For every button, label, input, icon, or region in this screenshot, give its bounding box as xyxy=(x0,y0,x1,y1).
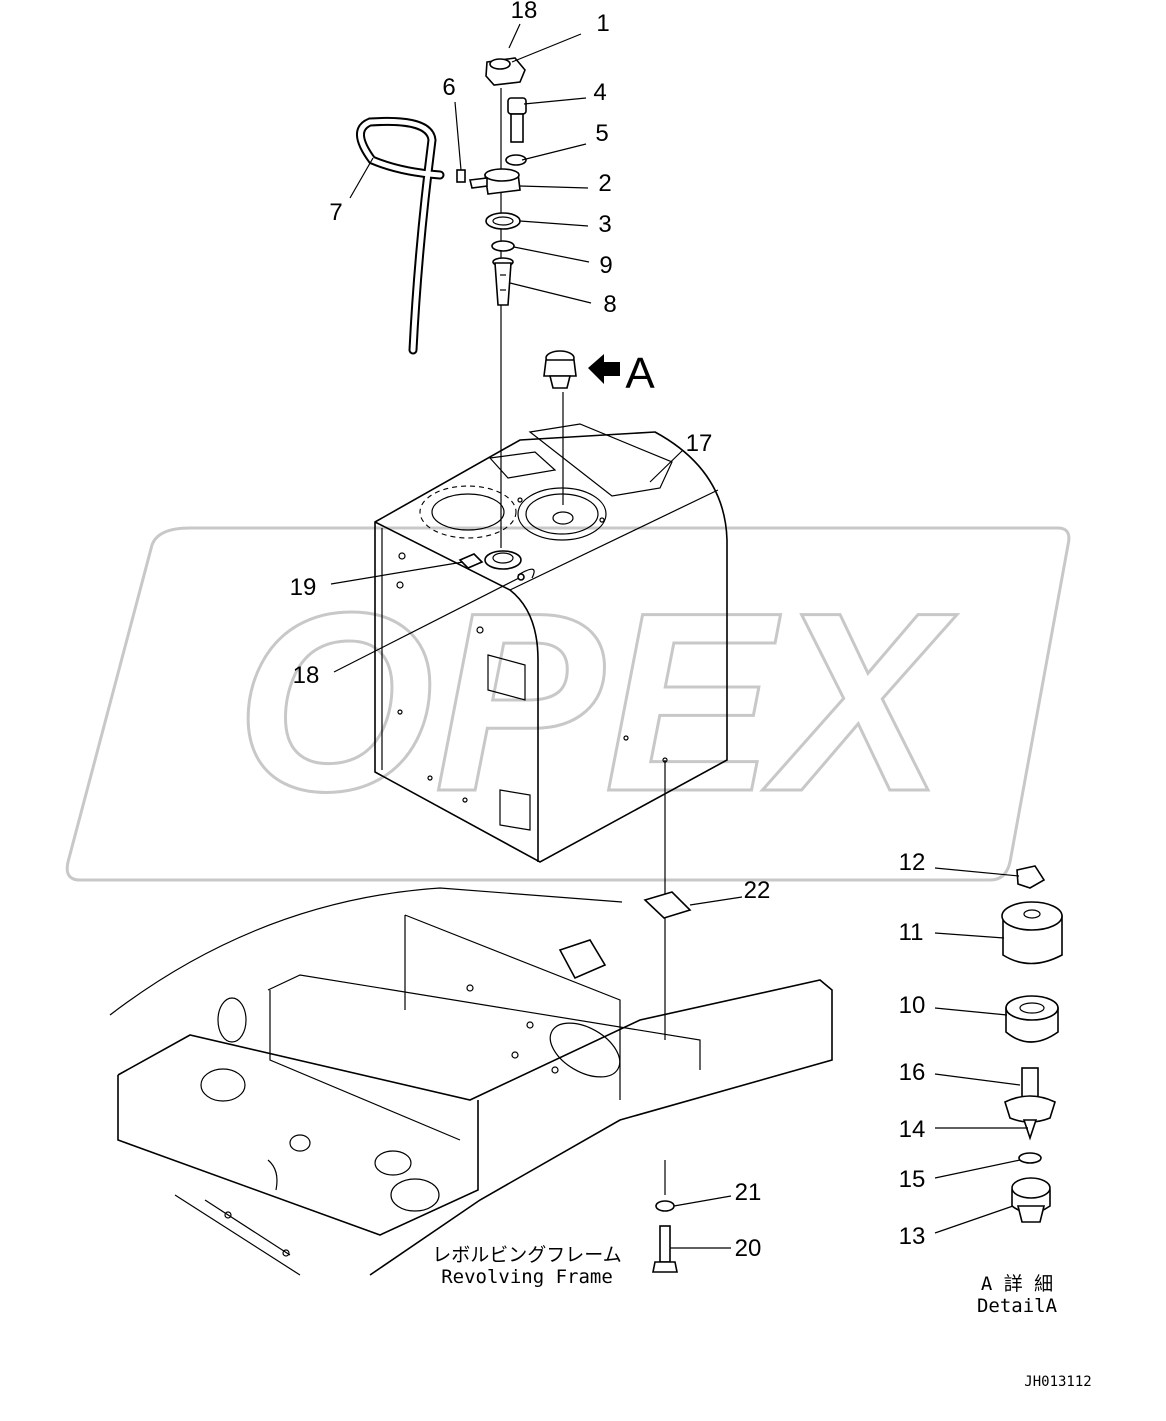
label-22: 22 xyxy=(744,877,771,904)
label-2: 2 xyxy=(598,170,611,197)
plate-part-22 xyxy=(643,891,692,919)
label-20: 20 xyxy=(735,1235,762,1262)
strainer-part-8 xyxy=(492,257,514,306)
part-11 xyxy=(1001,901,1063,965)
cap-part-1 xyxy=(485,57,526,86)
ring-part-9 xyxy=(491,240,515,252)
filler-part-2 xyxy=(469,168,521,195)
washer-part-5 xyxy=(505,154,527,166)
label-1: 1 xyxy=(596,10,609,37)
plug-part-6 xyxy=(456,169,466,183)
label-4: 4 xyxy=(593,79,606,106)
leader-lines xyxy=(330,23,1028,1249)
view-a-letter: A xyxy=(625,349,655,398)
frame-caption-japanese: レボルビングフレーム xyxy=(432,1244,621,1266)
part-16 xyxy=(1004,1067,1056,1141)
part-number-labels: 18 1 4 6 5 2 7 3 9 8 A 17 19 18 12 22 11… xyxy=(290,0,926,1262)
filler-cap-assembly xyxy=(356,57,620,389)
frame-caption-english: Revolving Frame xyxy=(441,1266,613,1288)
detail-caption-japanese: A 詳 細 xyxy=(981,1273,1053,1295)
fuel-tank xyxy=(374,423,728,863)
watermark-text: OPEX xyxy=(236,560,958,845)
gasket-part-3 xyxy=(485,212,521,230)
label-21: 21 xyxy=(735,1179,762,1206)
label-19: 19 xyxy=(290,574,317,601)
bolt-assembly-bottom xyxy=(643,891,692,1273)
watermark-logo: OPEX xyxy=(65,526,1071,882)
breather-view-a xyxy=(543,350,577,389)
part-13 xyxy=(1011,1177,1051,1223)
view-a-arrow xyxy=(588,354,620,384)
revolving-frame xyxy=(109,887,833,1276)
washer-part-21 xyxy=(655,1200,675,1212)
drawing-reference: JH013112 xyxy=(1024,1374,1091,1390)
label-11: 11 xyxy=(899,919,924,946)
label-18-tank: 18 xyxy=(293,662,320,689)
label-10: 10 xyxy=(899,992,926,1019)
bolt-part-4 xyxy=(507,97,527,143)
label-9: 9 xyxy=(599,252,612,279)
detail-caption-english: DetailA xyxy=(977,1295,1058,1317)
label-7: 7 xyxy=(329,199,342,226)
label-5: 5 xyxy=(595,120,608,147)
detail-a-parts xyxy=(1001,865,1063,1223)
label-3: 3 xyxy=(598,211,611,238)
label-16: 16 xyxy=(899,1059,926,1086)
label-14: 14 xyxy=(899,1116,926,1143)
label-15: 15 xyxy=(899,1166,926,1193)
part-12 xyxy=(1016,865,1046,889)
bolt-part-20 xyxy=(652,1225,678,1273)
label-12: 12 xyxy=(899,849,926,876)
label-18-top: 18 xyxy=(511,0,538,24)
label-6: 6 xyxy=(442,74,455,101)
captions: レボルビングフレーム Revolving Frame A 詳 細 DetailA… xyxy=(432,1244,1091,1390)
label-8: 8 xyxy=(603,291,616,318)
oring-part-15 xyxy=(1018,1152,1042,1164)
label-13: 13 xyxy=(899,1223,926,1250)
part-10 xyxy=(1005,995,1059,1043)
label-17: 17 xyxy=(686,430,713,457)
